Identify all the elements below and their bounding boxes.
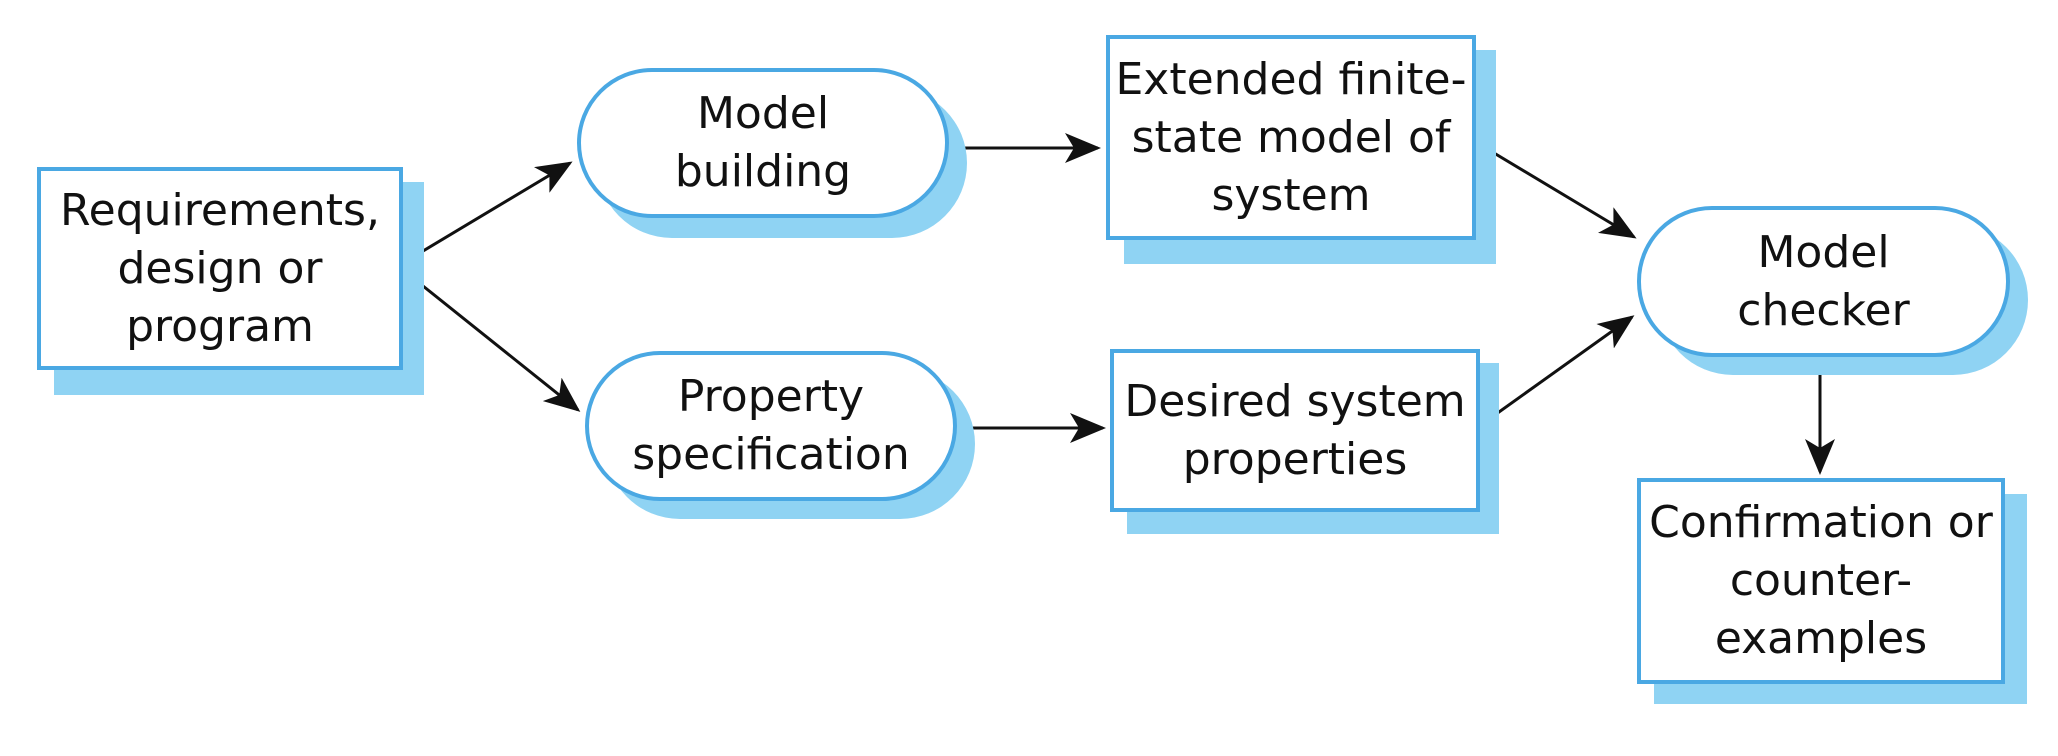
node-requirements-label: Requirements, design or program — [60, 184, 380, 352]
node-confirmation-label: Confirmation or counter- examples — [1649, 497, 1993, 664]
edge-requirements-to-model-building — [397, 161, 573, 268]
edge-requirements-to-property-specification — [397, 264, 581, 412]
node-desired-properties-box: Desired system properties — [1110, 349, 1480, 512]
node-efsm-label: Extended finite- state model of system — [1115, 53, 1467, 221]
node-model-building-label: Model building — [674, 88, 852, 197]
node-desired-properties-label: Desired system properties — [1124, 375, 1466, 485]
edge-efsm-to-model-checker — [1473, 139, 1637, 239]
node-requirements-box: Requirements, design or program — [37, 167, 403, 370]
node-efsm-box: Extended finite- state model of system — [1106, 35, 1476, 240]
node-confirmation-box: Confirmation or counter- examples — [1637, 478, 2005, 684]
node-property-specification-box: Property specification — [585, 351, 957, 501]
node-property-specification-label: Property specification — [632, 371, 910, 480]
node-model-building-box: Model building — [577, 68, 949, 218]
node-model-checker-box: Model checker — [1637, 206, 2010, 357]
edge-desired-properties-to-model-checker — [1477, 315, 1635, 429]
node-model-checker-label: Model checker — [1737, 226, 1910, 336]
